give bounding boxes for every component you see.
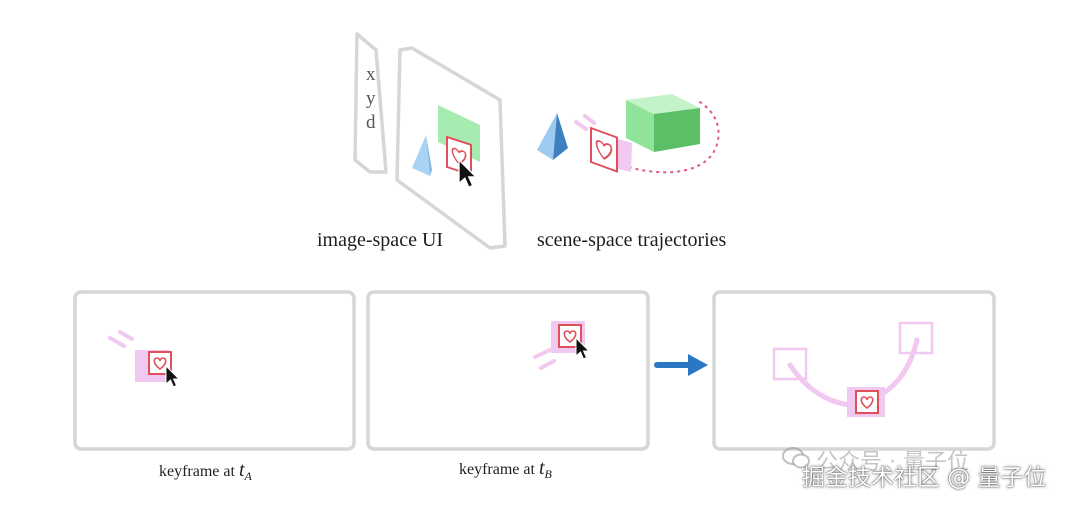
- motion-lines: [108, 330, 134, 348]
- keyframe-a-caption: keyframe at tA: [159, 459, 252, 484]
- keyframe-b-prefix: keyframe at: [459, 461, 539, 478]
- keyframe-a-var: t: [238, 459, 245, 481]
- motion-lines: [574, 114, 596, 131]
- keyframe-a-prefix: keyframe at: [159, 463, 239, 480]
- end-ghost-box: [898, 321, 934, 355]
- wechat-icon: [782, 447, 810, 469]
- watermark-line-1: 公众号 · 量子位: [816, 450, 969, 475]
- axis-label-d: d: [366, 112, 376, 133]
- heart-icon: [590, 126, 618, 173]
- axis-label-y: y: [366, 88, 376, 109]
- start-ghost-box: [772, 347, 808, 381]
- axis-label-list: x y d: [366, 63, 376, 135]
- cube-shape: [626, 94, 700, 152]
- keyframe-a-panel: [73, 290, 356, 451]
- keyframe-b-panel: [366, 290, 650, 451]
- arrow-right-icon: [654, 354, 708, 376]
- pyramid-shape: [537, 113, 568, 160]
- axis-label-x: x: [366, 64, 376, 85]
- trajectory-result-panel: [712, 290, 996, 451]
- image-panel: [395, 46, 507, 250]
- keyframe-b-var: t: [538, 457, 545, 479]
- heart-icon: [855, 390, 879, 414]
- scene-trajectory-illustration: [537, 94, 720, 174]
- keyframe-b-caption: keyframe at tB: [459, 457, 552, 482]
- keyframe-b-sub: B: [544, 467, 552, 482]
- trajectory-path: [621, 99, 720, 174]
- motion-lines: [533, 348, 556, 370]
- image-space-caption: image-space UI: [317, 229, 444, 251]
- keyframe-a-sub: A: [244, 469, 252, 484]
- pyramid-shape: [412, 135, 430, 176]
- watermark-line-2: 掘金技术社区 @ 量子位: [802, 465, 1047, 491]
- scene-space-caption: scene-space trajectories: [537, 229, 727, 251]
- ui-slider-panel: [353, 32, 388, 174]
